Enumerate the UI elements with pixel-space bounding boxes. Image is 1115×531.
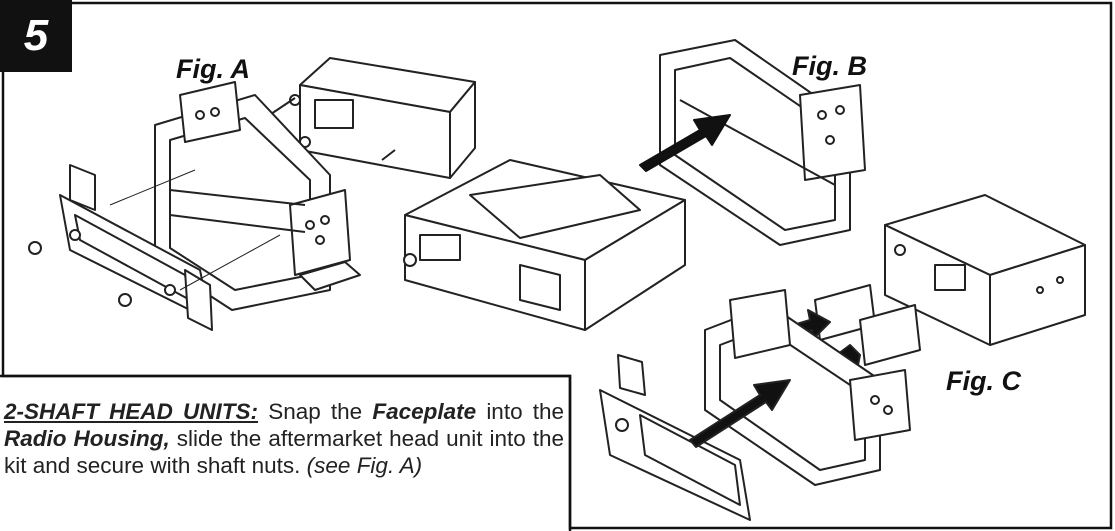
- fig-b-arrow-icon: [639, 114, 731, 172]
- text-box-border: [0, 374, 572, 531]
- fig-a-head-unit: [264, 57, 476, 179]
- faceplate-term: Faceplate: [372, 399, 477, 424]
- instruction-text: 2-SHAFT HEAD UNITS: Snap the Faceplate i…: [4, 398, 564, 479]
- fig-c-head-unit: [884, 194, 1086, 346]
- fig-c-label: Fig. C: [946, 366, 1021, 396]
- fig-a-radio-housing: [154, 81, 361, 311]
- step-number-badge: 5: [0, 0, 72, 72]
- fig-b-illustration: [403, 39, 866, 331]
- fig-a-illustration: [28, 57, 476, 331]
- radio-housing-term: Radio Housing,: [4, 426, 170, 451]
- fig-a-faceplate: [28, 164, 213, 331]
- fig-b-label: Fig. B: [792, 51, 867, 81]
- instruction-text-part: into the: [486, 399, 565, 424]
- fig-c-faceplate: [599, 354, 751, 521]
- instruction-text-part: Snap the: [268, 399, 363, 424]
- fig-b-radio-housing: [659, 39, 866, 246]
- fig-c-bracket-icon: [859, 304, 921, 366]
- fig-b-head-unit: [403, 159, 686, 331]
- fig-c-illustration: [599, 194, 1086, 521]
- figure-reference: (see Fig. A): [306, 453, 423, 478]
- fig-a-label: Fig. A: [176, 54, 250, 84]
- fig-c-arrow-icon: [689, 379, 791, 448]
- instruction-text-part: slide the aftermarket head unit into the…: [4, 426, 564, 478]
- fig-c-radio-housing: [704, 289, 911, 486]
- instruction-heading: 2-SHAFT HEAD UNITS:: [4, 399, 259, 424]
